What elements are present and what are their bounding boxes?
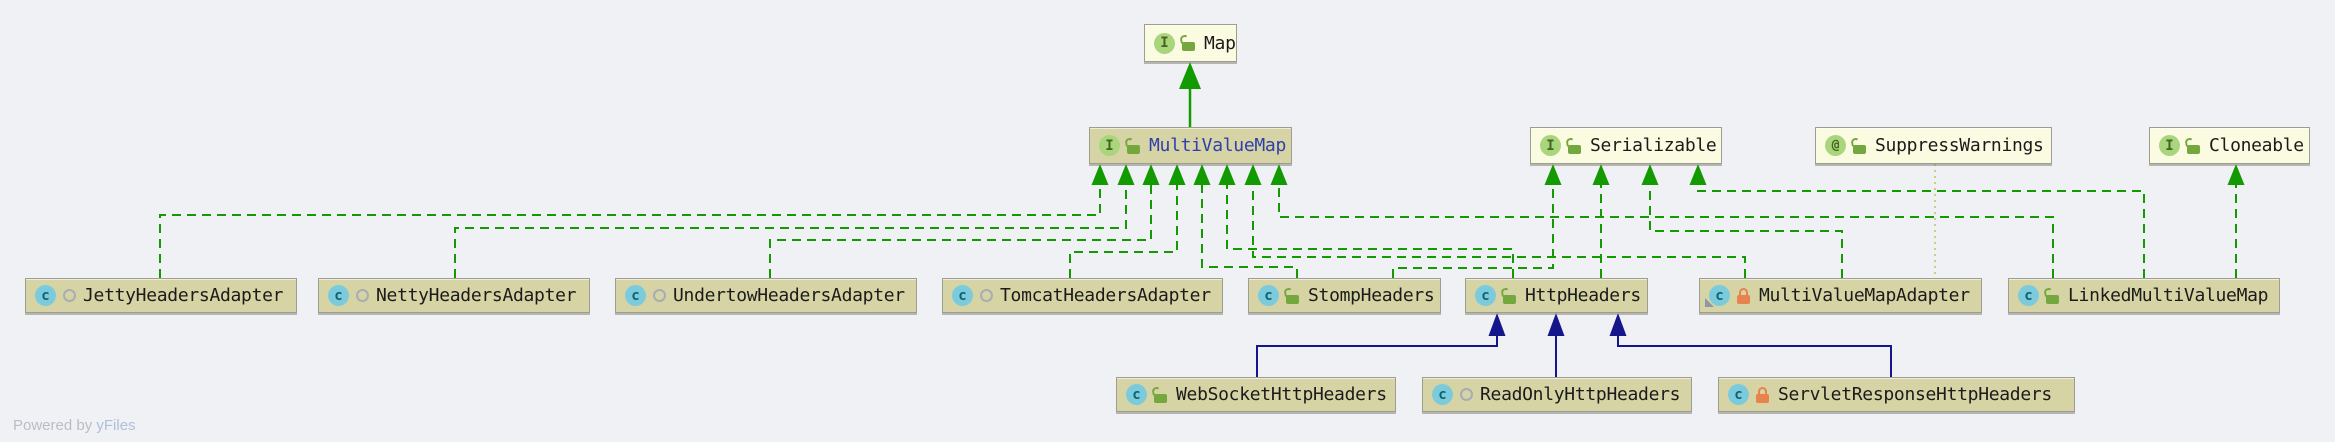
open-lock-icon: [1151, 385, 1169, 403]
edge-undertowheadersadapter-multivaluemap: [769, 183, 1152, 278]
annotation-icon: @: [1825, 135, 1846, 156]
class-icon: c: [328, 285, 349, 306]
node-label: JettyHeadersAdapter: [83, 285, 284, 306]
node-label: HttpHeaders: [1525, 285, 1641, 306]
node-label: NettyHeadersAdapter: [376, 285, 577, 306]
node-httpheaders[interactable]: c HttpHeaders: [1465, 278, 1648, 313]
node-multivaluemapadapter[interactable]: c MultiValueMapAdapter: [1699, 278, 1982, 313]
node-readonlyhttpheaders[interactable]: c ReadOnlyHttpHeaders: [1422, 377, 1692, 412]
interface-icon: I: [1154, 32, 1175, 54]
node-label: MultiValueMap: [1149, 135, 1286, 156]
open-lock-icon: [1283, 286, 1301, 304]
edge-linkedmultivaluemap-multivaluemap: [1278, 183, 2054, 278]
edge-stompheaders-serializable: [1392, 183, 1554, 278]
open-lock-icon: [2184, 136, 2202, 154]
arrowhead: [1544, 164, 1562, 185]
node-label: MultiValueMapAdapter: [1759, 285, 1970, 306]
node-linkedmultivaluemap[interactable]: c LinkedMultiValueMap: [2008, 278, 2280, 313]
edge-websockethttpheaders-httpheaders: [1256, 334, 1498, 377]
open-lock-icon: [1179, 34, 1197, 51]
node-nettyheadersadapter[interactable]: c NettyHeadersAdapter: [318, 278, 590, 313]
interface-icon: I: [1099, 135, 1120, 156]
node-serializable[interactable]: I Serializable: [1530, 127, 1722, 164]
class-icon: c: [1258, 285, 1279, 306]
package-private-icon: [653, 289, 666, 302]
package-private-icon: [1460, 388, 1473, 401]
watermark-text: Powered by: [13, 417, 97, 434]
arrowhead: [1609, 313, 1627, 336]
open-lock-icon: [2043, 286, 2061, 304]
edge-httpheaders-multivaluemap: [1226, 183, 1514, 278]
edge-multivaluemapadapter-serializable: [1649, 183, 1843, 278]
node-map[interactable]: I Map: [1144, 24, 1237, 62]
final-marker-icon: [1705, 298, 1714, 307]
node-label: WebSocketHttpHeaders: [1176, 384, 1387, 405]
interface-icon: I: [1540, 135, 1561, 156]
node-label: ServletResponseHttpHeaders: [1778, 384, 2052, 405]
interface-icon: I: [2159, 135, 2180, 156]
node-multivaluemap[interactable]: I MultiValueMap: [1089, 127, 1292, 164]
node-label: StompHeaders: [1308, 285, 1435, 306]
arrowhead: [1689, 164, 1707, 185]
node-label: ReadOnlyHttpHeaders: [1480, 384, 1681, 405]
node-label: Cloneable: [2209, 135, 2304, 156]
package-private-icon: [63, 289, 76, 302]
arrowhead: [1270, 164, 1288, 185]
arrowhead: [1547, 313, 1565, 336]
class-icon: c: [952, 285, 973, 306]
node-label: TomcatHeadersAdapter: [1000, 285, 1211, 306]
class-icon: c: [1126, 384, 1147, 405]
arrowhead: [2227, 164, 2245, 185]
edge-tomcatheadersadapter-multivaluemap: [1069, 183, 1178, 278]
watermark-brand: yFiles: [96, 417, 136, 434]
node-websockethttpheaders[interactable]: c WebSocketHttpHeaders: [1116, 377, 1396, 412]
open-lock-icon: [1124, 136, 1142, 154]
edge-nettyheadersadapter-multivaluemap: [454, 183, 1127, 278]
node-label: Map: [1204, 32, 1236, 54]
node-suppresswarnings[interactable]: @ SuppressWarnings: [1815, 127, 2052, 164]
node-stompheaders[interactable]: c StompHeaders: [1248, 278, 1441, 313]
arrowhead: [1142, 164, 1160, 185]
arrowhead: [1641, 164, 1659, 185]
arrowhead: [1488, 313, 1506, 336]
class-icon: c: [35, 285, 56, 306]
node-label: SuppressWarnings: [1875, 135, 2044, 156]
class-icon: c: [1475, 285, 1496, 306]
node-label: Serializable: [1590, 135, 1717, 156]
open-lock-icon: [1500, 286, 1518, 304]
edge-servletresponsehttpheaders-httpheaders: [1617, 334, 1892, 377]
arrowhead: [1091, 164, 1109, 185]
class-icon: c: [1432, 384, 1453, 405]
class-icon: c: [1705, 285, 1730, 307]
open-lock-icon: [1565, 136, 1583, 154]
class-icon: c: [1728, 384, 1749, 405]
arrowhead: [1179, 62, 1201, 89]
node-cloneable[interactable]: I Cloneable: [2149, 127, 2310, 164]
yfiles-watermark: Powered by yFiles: [13, 417, 136, 434]
class-icon: c: [625, 285, 646, 306]
arrowhead: [1193, 164, 1211, 185]
node-label: LinkedMultiValueMap: [2068, 285, 2269, 306]
arrowhead: [1592, 164, 1610, 185]
arrowhead: [1168, 164, 1186, 185]
node-undertowheadersadapter[interactable]: c UndertowHeadersAdapter: [615, 278, 917, 313]
class-icon: c: [2018, 285, 2039, 306]
arrowhead: [1117, 164, 1135, 185]
edge-stompheaders-multivaluemap: [1201, 183, 1298, 278]
node-servletresponsehttpheaders[interactable]: c ServletResponseHttpHeaders: [1718, 377, 2075, 412]
node-label: UndertowHeadersAdapter: [673, 285, 905, 306]
arrowhead: [1218, 164, 1236, 185]
package-private-icon: [356, 289, 369, 302]
package-private-icon: [980, 289, 993, 302]
closed-lock-icon: [1737, 287, 1752, 304]
open-lock-icon: [1850, 136, 1868, 154]
edge-jettyheadersadapter-multivaluemap: [159, 183, 1101, 278]
node-jettyheadersadapter[interactable]: c JettyHeadersAdapter: [25, 278, 297, 313]
arrowhead: [1244, 164, 1262, 185]
closed-lock-icon: [1756, 386, 1771, 403]
node-tomcatheadersadapter[interactable]: c TomcatHeadersAdapter: [942, 278, 1223, 313]
